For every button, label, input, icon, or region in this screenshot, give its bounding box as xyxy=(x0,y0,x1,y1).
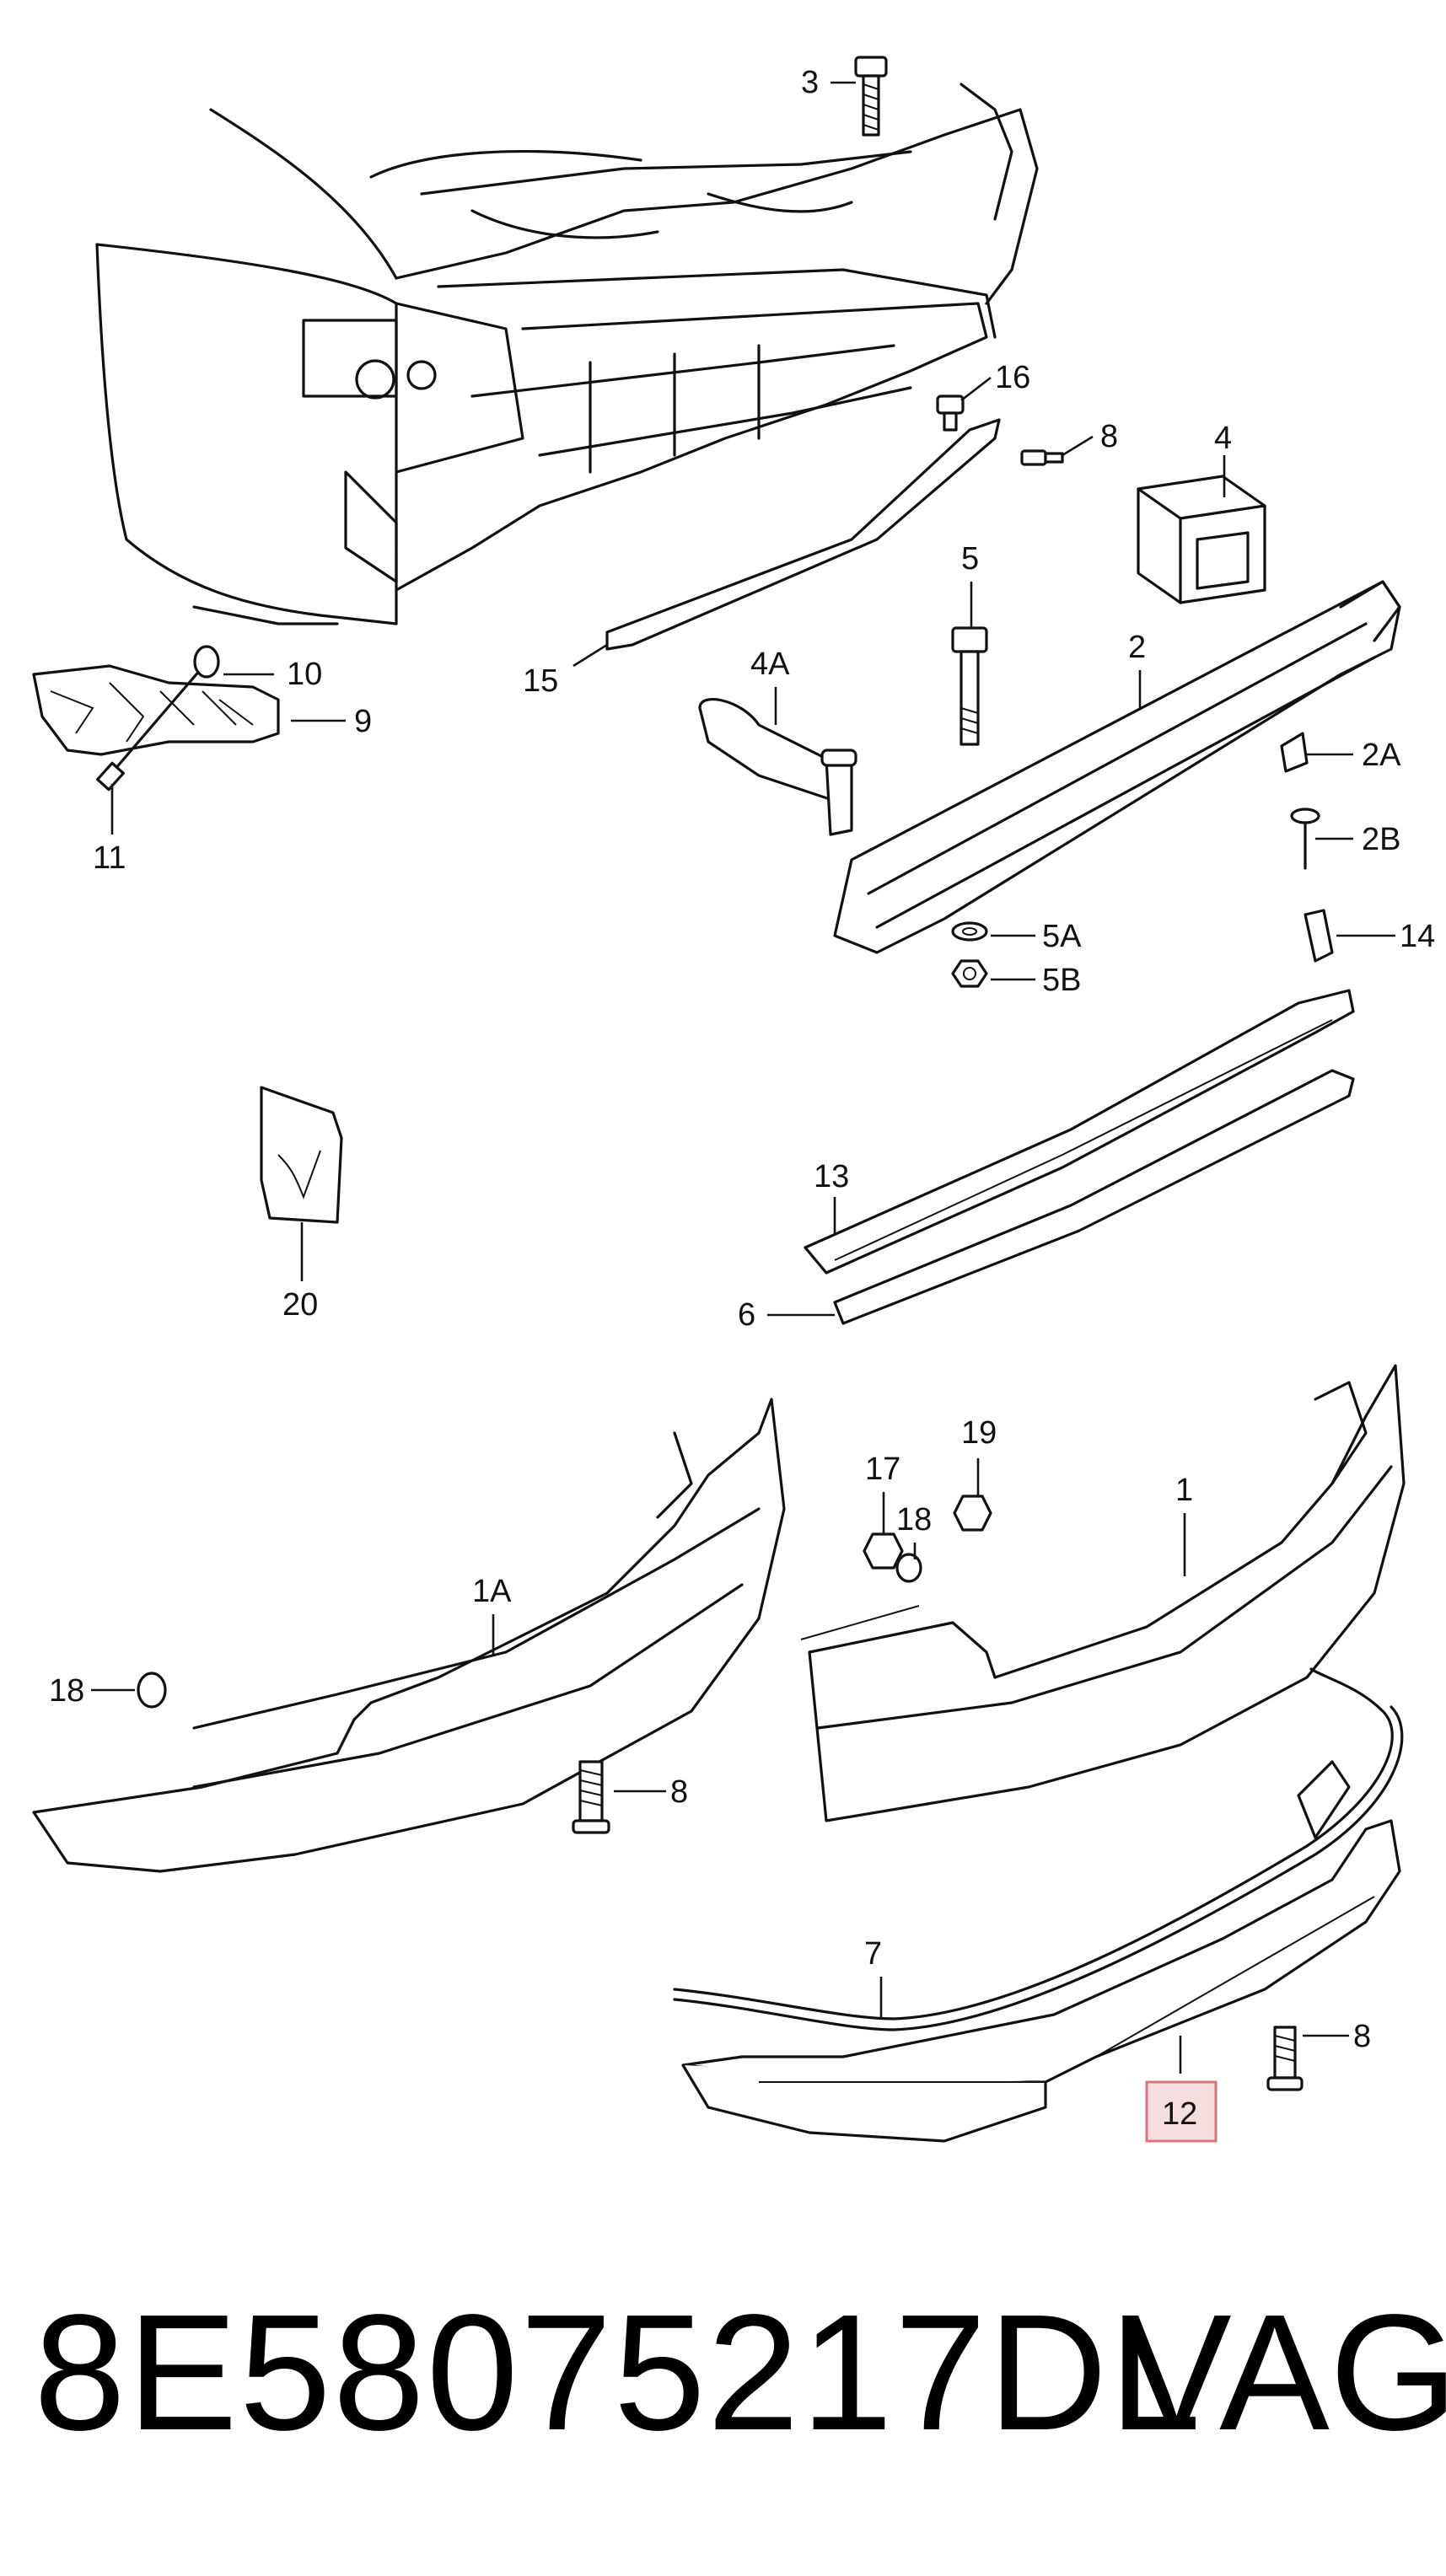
callout-label: 8 xyxy=(1353,2019,1371,2054)
callout-label: 5A xyxy=(1042,919,1082,954)
part-2a-clip xyxy=(1280,732,1309,773)
callout-label: 2 xyxy=(1128,630,1146,665)
callout-label: 18 xyxy=(896,1502,932,1538)
callout-label: 3 xyxy=(801,65,819,100)
callout-label: 5B xyxy=(1042,963,1081,998)
part-2-carrier xyxy=(833,580,1401,954)
rear-body-shell xyxy=(95,83,1039,625)
callout-label-highlighted: 12 xyxy=(1162,2096,1197,2132)
callout-label: 5 xyxy=(961,541,979,577)
highlight-box xyxy=(1145,2080,1218,2143)
callout-labels: 3 16 8 4 10 9 11 15 4A 5 2 2A 2B 5A 5B 1… xyxy=(49,65,1435,2132)
callout-label: 18 xyxy=(49,1673,84,1709)
callout-label: 8 xyxy=(1100,419,1118,454)
callout-label: 9 xyxy=(354,704,372,739)
callout-label: 20 xyxy=(282,1287,318,1323)
callout-label: 13 xyxy=(814,1159,849,1194)
callout-label: 19 xyxy=(961,1415,997,1451)
part-8-stud-center xyxy=(572,1760,610,1834)
callout-label: 16 xyxy=(995,360,1030,395)
part-number: 8E58075217DL xyxy=(34,2280,1203,2465)
brand-name: VAG xyxy=(1121,2280,1446,2465)
part-13-strip xyxy=(804,989,1355,1275)
part-12-diffuser xyxy=(681,1760,1401,2143)
callout-label: 4A xyxy=(750,647,790,682)
part-8-screw-bottom xyxy=(1266,2026,1304,2091)
callout-label: 2B xyxy=(1362,822,1400,857)
part-4-box xyxy=(1137,475,1266,604)
part-11-screw xyxy=(96,656,212,792)
leader-lines xyxy=(91,81,1395,2074)
part-3-bolt xyxy=(854,56,888,137)
part-19-nut xyxy=(953,1495,992,1532)
part-5-bolt xyxy=(951,626,988,746)
part-4a-holder xyxy=(698,698,857,836)
part-18-clip-left xyxy=(137,1672,167,1709)
callout-label: 7 xyxy=(864,1936,882,1972)
callout-label: 15 xyxy=(523,663,558,699)
callout-label: 1 xyxy=(1175,1473,1193,1508)
part-8-screw-top xyxy=(1020,449,1064,466)
part-7-trim xyxy=(673,1667,1404,2031)
part-20-pad xyxy=(260,1086,343,1224)
part-9-bracket xyxy=(32,664,280,756)
callout-label: 14 xyxy=(1400,919,1435,954)
part-2b-rivet xyxy=(1290,808,1320,870)
part-5b-nut xyxy=(951,959,988,988)
part-16-clip xyxy=(936,394,965,432)
callout-label: 4 xyxy=(1214,421,1232,456)
part-18-clip-center xyxy=(895,1553,922,1583)
callout-label: 1A xyxy=(472,1574,512,1609)
callout-label: 6 xyxy=(738,1297,755,1333)
part-14-guide xyxy=(1304,909,1334,963)
callout-label: 17 xyxy=(865,1452,900,1487)
callout-label: 10 xyxy=(287,657,322,692)
callout-label: 2A xyxy=(1362,738,1401,773)
part-17-nut xyxy=(863,1532,904,1570)
part-1a-bumper xyxy=(32,1398,786,1873)
part-15-strip xyxy=(605,418,1001,651)
part-1-bumper xyxy=(800,1364,1406,1822)
part-6-strip xyxy=(833,1069,1355,1325)
part-10-spacer xyxy=(193,645,220,679)
callout-label: 8 xyxy=(670,1774,688,1810)
part-5a-washer xyxy=(951,921,988,942)
callout-label: 11 xyxy=(93,840,126,876)
